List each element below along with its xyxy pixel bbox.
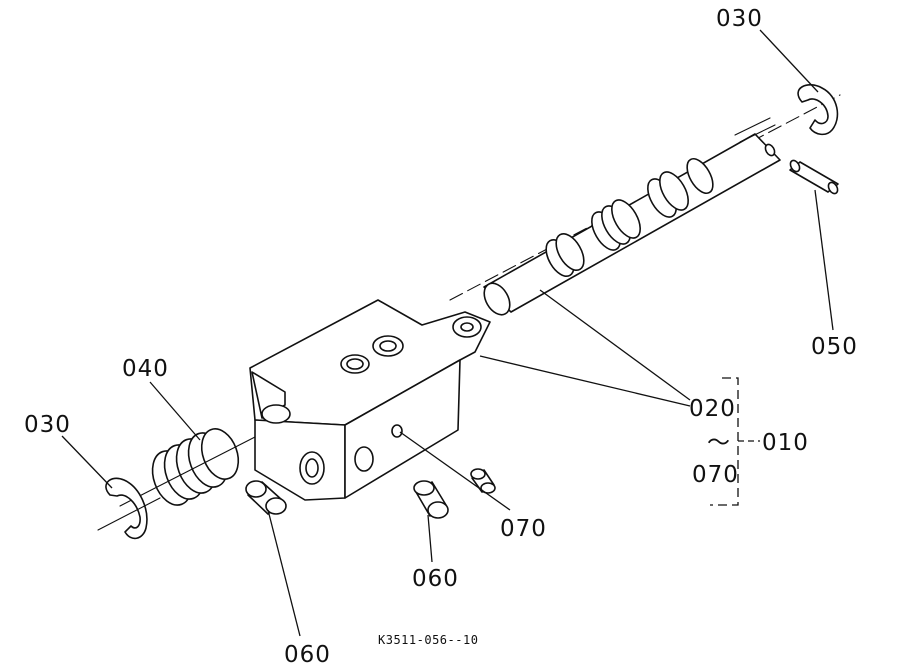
set-screw <box>470 468 496 494</box>
shaft <box>449 94 841 316</box>
e-ring-top <box>797 84 839 136</box>
label-030-left: 030 <box>24 412 71 438</box>
assembly-bracket <box>710 377 760 506</box>
coil-spring <box>119 428 256 507</box>
label-070-range: 070 <box>692 462 739 488</box>
leader-lines <box>61 29 834 637</box>
valve-body <box>249 299 491 501</box>
label-050: 050 <box>811 334 858 360</box>
label-040: 040 <box>122 356 169 382</box>
label-range-symbol: 〜 <box>707 430 731 456</box>
label-030-top: 030 <box>716 6 763 32</box>
shaft-lands <box>545 158 714 277</box>
label-060-bottom: 060 <box>284 642 331 668</box>
drawing-code: K3511-056--10 <box>378 633 478 647</box>
spring-pin <box>789 159 839 195</box>
plug-left <box>245 480 287 515</box>
plug-middle <box>413 480 449 519</box>
e-ring-left <box>97 477 161 540</box>
label-020: 020 <box>689 396 736 422</box>
label-010: 010 <box>762 430 809 456</box>
label-060-middle: 060 <box>412 566 459 592</box>
label-070: 070 <box>500 516 547 542</box>
